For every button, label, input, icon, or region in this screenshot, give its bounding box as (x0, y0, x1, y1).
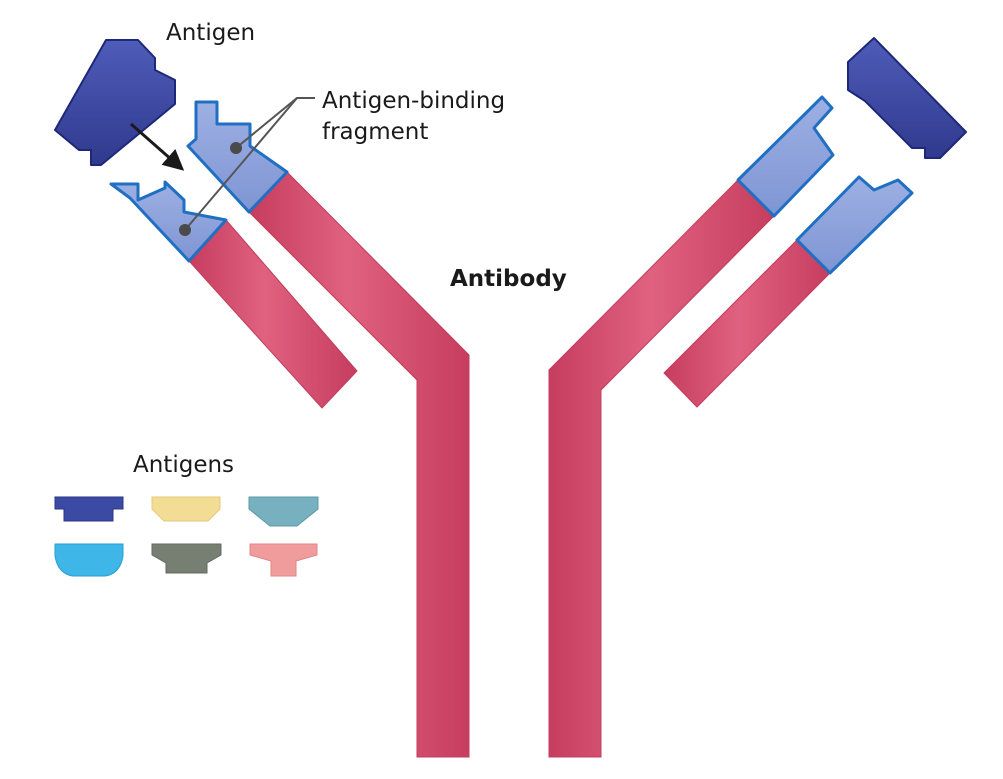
antibody-right-half (548, 37, 967, 758)
binding-site-right-lower (795, 175, 914, 275)
gray-antigen-icon (151, 543, 222, 574)
fragment-pointer-line-b (184, 97, 298, 231)
heavy-chain-right (548, 179, 775, 758)
antigen-legend (54, 496, 319, 577)
navy-antigen-icon (54, 496, 124, 522)
binding-site-left-lower (109, 180, 228, 263)
fragment-pointer-dot-upper (230, 142, 242, 154)
fragment-label-line-1: Antigen-binding (322, 88, 506, 114)
antigen-binding-fragment-label: Antigen-binding fragment (322, 86, 505, 148)
antigen-block-left (54, 39, 176, 166)
fragment-label-line-2: fragment (322, 119, 429, 145)
antigens-legend-title: Antigens (133, 452, 235, 478)
sky-antigen-icon (54, 543, 124, 577)
binding-arrow (130, 122, 185, 171)
antigen-block-right (847, 37, 967, 159)
antibody-label: Antibody (450, 266, 567, 292)
teal-antigen-icon (248, 496, 319, 527)
binding-site-right-upper (736, 95, 835, 218)
fragment-pointer-dot-lower (179, 224, 191, 236)
fragment-pointer (179, 97, 315, 236)
heavy-chain-left (248, 171, 470, 758)
pink-antigen-icon (249, 543, 318, 577)
antibody-left-half (54, 39, 470, 758)
antigen-label: Antigen (166, 20, 256, 46)
yellow-antigen-icon (151, 496, 221, 522)
binding-site-left-upper (186, 100, 289, 214)
